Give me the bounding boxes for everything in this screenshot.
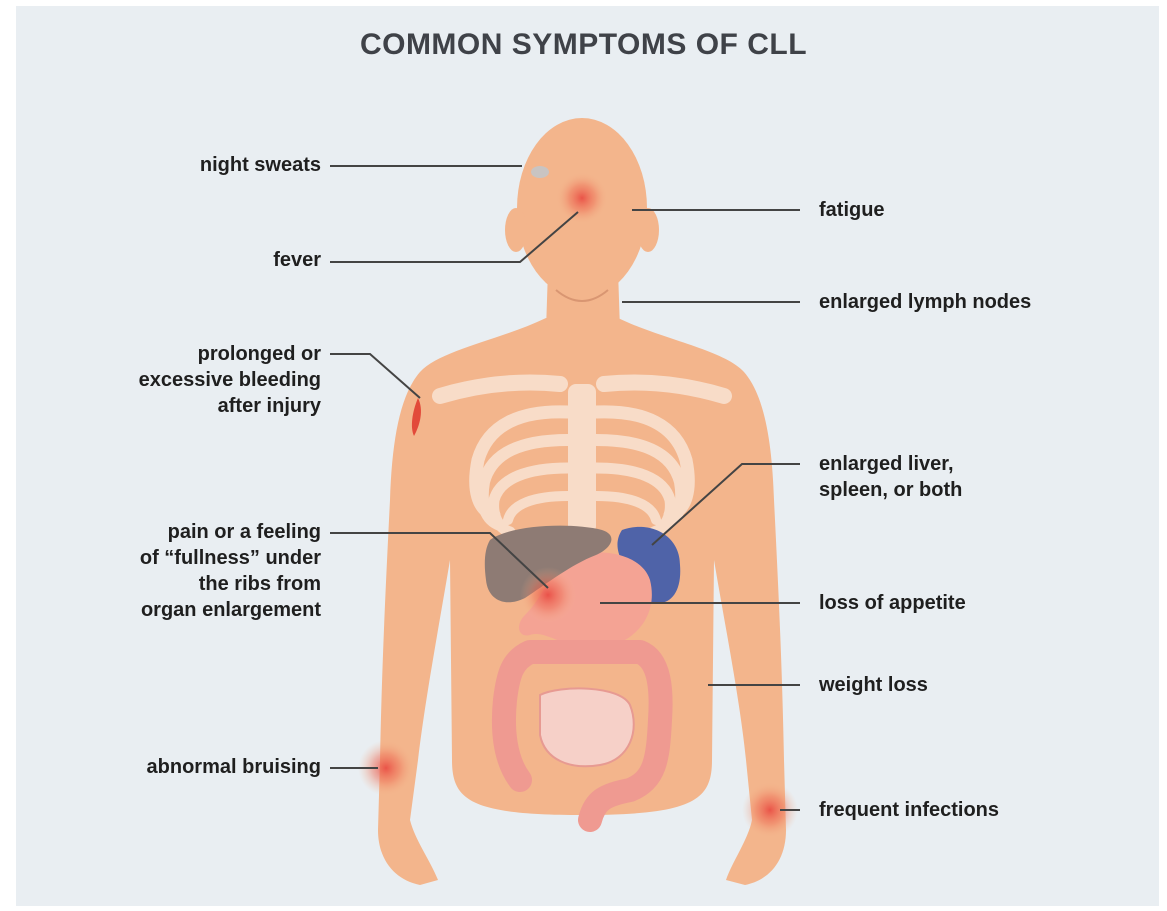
right-ear [637,208,659,252]
label-fullness: pain or a feeling of “fullness” under th… [140,519,321,623]
label-fatigue: fatigue [819,197,885,223]
label-loss-of-appetite: loss of appetite [819,590,966,616]
label-night-sweats: night sweats [200,152,321,178]
label-fever: fever [273,247,321,273]
label-frequent-infections: frequent infections [819,797,999,823]
label-bleeding: prolonged or excessive bleeding after in… [139,341,321,419]
label-weight-loss: weight loss [819,672,928,698]
fever-glow [556,172,608,224]
label-liver-spleen: enlarged liver, spleen, or both [819,451,962,503]
label-abnormal-bruising: abnormal bruising [147,754,321,780]
fullness-glow [520,567,576,623]
sweat-icon [531,166,549,178]
label-enlarged-lymph-nodes: enlarged lymph nodes [819,289,1031,315]
left-ear [505,208,527,252]
small-intestine [540,688,634,766]
page-title: COMMON SYMPTOMS OF CLL [0,28,1167,62]
